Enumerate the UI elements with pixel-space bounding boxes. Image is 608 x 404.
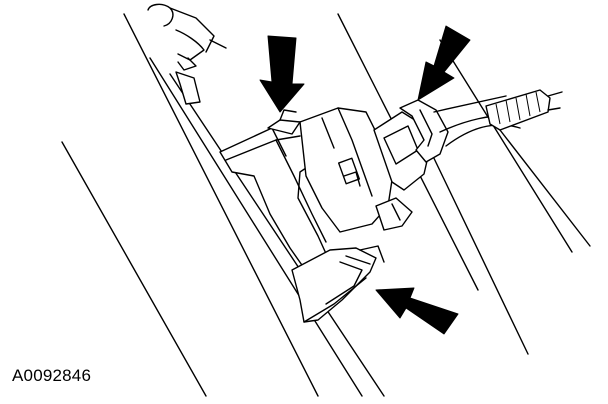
callout-arrow-bottom-right	[375, 287, 459, 335]
lower-connector-tabs	[375, 197, 413, 231]
callout-arrow-top-left	[259, 35, 305, 113]
figure-reference-code: A0092846	[12, 366, 92, 385]
upper-bracket	[147, 3, 227, 105]
retaining-clip-bottom	[291, 245, 385, 323]
connector-latch-top	[267, 109, 301, 135]
wire-harness	[433, 89, 563, 147]
callout-arrow-top-right	[417, 25, 471, 101]
wire-connector-plug	[399, 99, 449, 163]
